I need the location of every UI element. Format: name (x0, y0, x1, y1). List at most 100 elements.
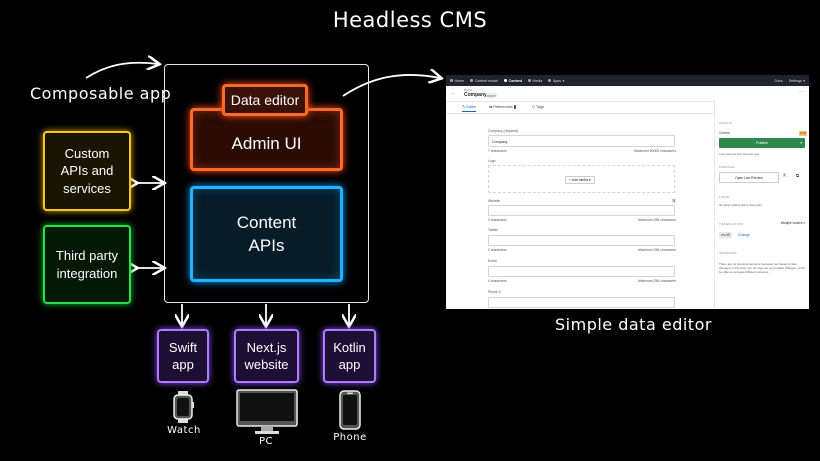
company-input[interactable]: Company (488, 135, 675, 147)
composable-arrow (85, 63, 158, 79)
char-max: Maximum 50000 characters (634, 149, 676, 153)
nav-content[interactable]: Content (503, 79, 522, 83)
watch-icon (173, 391, 194, 423)
versions-section-title: VERSIONS (719, 251, 737, 255)
tab-editor[interactable]: ✎ Editor (462, 104, 477, 112)
open-live-preview-button[interactable]: Open Live Preview (719, 172, 779, 183)
back-arrow-icon[interactable]: ← (451, 90, 456, 96)
char-max: Maximum 256 characters (637, 218, 676, 222)
tab-references-label: References (493, 105, 513, 109)
content-apis-box: Content APIs (190, 186, 343, 282)
third-party-label: Third party integration (55, 248, 119, 281)
char-count: 7 characters (488, 149, 507, 153)
chevron-down-icon: ▾ (803, 78, 805, 83)
home-icon (450, 79, 453, 82)
translation-mode-select[interactable]: Multiple locales ▾ (780, 221, 805, 225)
phone-input[interactable] (488, 297, 675, 308)
field-label: Twitter (488, 228, 498, 232)
content-icon (503, 79, 507, 82)
nextjs-website-label: Next.js website (244, 339, 289, 373)
tab-tags-label: Tags (535, 105, 544, 109)
nav-apps[interactable]: Apps▾ (548, 79, 564, 83)
kotlin-app-box: Kotlin app (323, 329, 376, 383)
admin-ui-box: Admin UI (190, 108, 343, 171)
tab-references[interactable]: ⇆ References i (489, 105, 517, 109)
diagram-title: Headless CMS (332, 8, 488, 32)
data-editor-label: Data editor (230, 92, 300, 108)
entry-type: Brand (464, 88, 473, 92)
nav-settings[interactable]: Settings▾ (789, 79, 805, 83)
field-label: Email (488, 259, 497, 263)
links-section-title: LINKS (719, 195, 730, 199)
phone-icon (339, 390, 361, 430)
cms-screenshot: Home Content model Content Media Apps▾ D… (446, 75, 809, 309)
open-live-preview-label: Open Live Preview (735, 175, 763, 180)
status-section-title: STATUS (719, 121, 733, 125)
field-label: Website (488, 199, 501, 203)
status-current-label: Current (719, 131, 730, 135)
nav-settings-label: Settings (788, 78, 802, 83)
nav-media-label: Media (532, 78, 543, 83)
entry-status-badge: DRAFT (486, 93, 498, 98)
swift-app-box: Swift app (157, 329, 209, 383)
nextjs-website-box: Next.js website (234, 329, 299, 383)
char-count: 0 characters (488, 248, 507, 252)
custom-apis-box: Custom APIs and services (43, 131, 131, 211)
media-icon (528, 79, 532, 82)
nav-home[interactable]: Home (450, 79, 464, 83)
nav-docs[interactable]: Docs (774, 78, 783, 83)
info-icon: i (513, 105, 517, 109)
chevron-down-icon: ▾ (562, 78, 565, 83)
email-input[interactable] (488, 266, 675, 277)
twitter-input[interactable] (488, 235, 675, 246)
copy-icon[interactable]: ⧉ (796, 173, 800, 178)
website-input[interactable] (488, 205, 675, 216)
simple-data-editor-label: Simple data editor (555, 315, 712, 334)
links-text: No other entries link to this entry. (719, 203, 763, 207)
status-draft-badge: Draft (798, 130, 807, 136)
entry-sidebar: STATUS Current Draft Publish ▾ Last save… (714, 101, 809, 309)
add-media-label: Add media (571, 178, 588, 182)
nav-content-model-label: Content model (474, 78, 498, 83)
more-icon[interactable]: ⋯ (799, 89, 804, 95)
composable-app-frame (164, 64, 369, 303)
entry-title: Company (464, 92, 487, 98)
versions-text: There are no previous versions because y… (719, 262, 805, 275)
link-icon: ⛓ (671, 199, 676, 203)
char-max: Maximum 256 characters (637, 279, 676, 283)
field-label: Company (required) (488, 129, 519, 133)
cms-topbar: Home Content model Content Media Apps▾ D… (446, 75, 809, 86)
preview-section-title: PREVIEW (719, 165, 735, 169)
entry-header: ← Brand Company DRAFT ⋯ (446, 86, 809, 102)
char-count: 0 characters (488, 279, 507, 283)
change-locale-link[interactable]: Change (738, 233, 750, 237)
company-input-value: Company (492, 139, 508, 144)
translation-mode-label: Multiple locales (780, 221, 803, 225)
content-model-icon (470, 79, 474, 82)
apps-icon (548, 79, 552, 82)
composable-app-label: Composable app (30, 84, 172, 103)
locale-badge: en-US (719, 232, 733, 238)
last-saved-text: Last saved a few seconds ago (719, 152, 760, 156)
nav-home-label: Home (454, 78, 465, 83)
char-max: Maximum 256 characters (637, 248, 676, 252)
data-editor-box: Data editor (222, 84, 308, 116)
pc-label: PC (258, 436, 273, 447)
logo-media-field[interactable]: + Add media ▾ (488, 165, 675, 193)
phone-label: Phone (333, 432, 367, 443)
publish-button[interactable]: Publish ▾ (719, 138, 805, 148)
tab-tags[interactable]: ◇ Tags (532, 105, 544, 109)
chevron-down-icon[interactable]: ▾ (800, 141, 802, 145)
screenshot-arrow (342, 75, 440, 97)
translation-section-title: TRANSLATION (719, 222, 744, 226)
nav-content-model[interactable]: Content model (470, 79, 498, 83)
field-label: Logo (488, 159, 496, 163)
entry-form: Company (required) Company 7 characters … (446, 112, 714, 309)
swift-app-label: Swift app (168, 339, 198, 373)
add-media-button[interactable]: + Add media ▾ (565, 176, 595, 184)
pc-icon (236, 389, 298, 434)
external-link-icon[interactable]: ⇱ (783, 173, 787, 178)
nav-media[interactable]: Media (528, 79, 542, 83)
content-apis-label: Content APIs (236, 213, 297, 255)
